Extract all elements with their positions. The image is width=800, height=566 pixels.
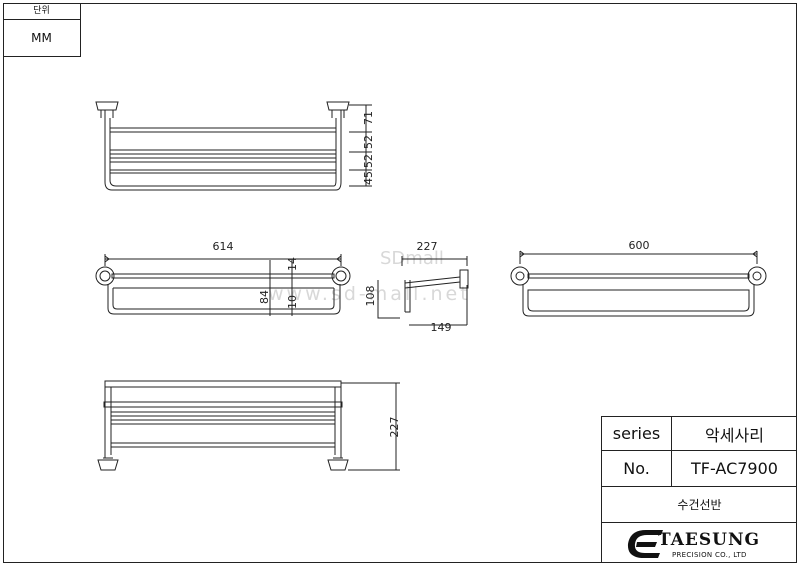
dim-side-52a: 52 [362, 135, 375, 149]
dim-front-width: 614 [213, 240, 234, 253]
series-label: series [602, 417, 672, 451]
series-value: 악세사리 [672, 417, 797, 451]
brand-subtitle: PRECISION CO., LTD [672, 551, 747, 559]
drawing-frame [3, 3, 797, 563]
company-logo: TAESUNG PRECISION CO., LTD [602, 523, 797, 563]
dim-side-45: 45 [362, 171, 375, 185]
brand-name: TAESUNG [658, 530, 761, 550]
dim-back-width: 600 [629, 239, 650, 252]
rear-view [510, 250, 767, 317]
dim-bracket-149: 149 [431, 321, 452, 334]
dim-bracket-227: 227 [417, 240, 438, 253]
dim-front-84: 84 [258, 290, 271, 304]
dim-top-depth: 227 [388, 417, 401, 438]
unit-label: 단위 [3, 3, 80, 20]
taesung-logo-icon [627, 530, 663, 558]
unit-box: 단위 MM [3, 3, 81, 57]
top-view [97, 380, 400, 471]
dim-side-52b: 52 [362, 154, 375, 168]
unit-value: MM [31, 31, 52, 45]
bracket-view [377, 256, 469, 326]
dim-side-71: 71 [362, 111, 375, 125]
number-value: TF-AC7900 [672, 451, 797, 487]
title-block: series 악세사리 No. TF-AC7900 수건선반 TAESUNG P… [601, 416, 797, 563]
dim-front-14: 14 [286, 257, 299, 271]
product-name: 수건선반 [602, 487, 797, 523]
number-label: No. [602, 451, 672, 487]
front-view [95, 254, 351, 316]
side-view [95, 101, 372, 191]
dim-front-10: 10 [286, 295, 299, 309]
dim-bracket-108: 108 [364, 286, 377, 307]
